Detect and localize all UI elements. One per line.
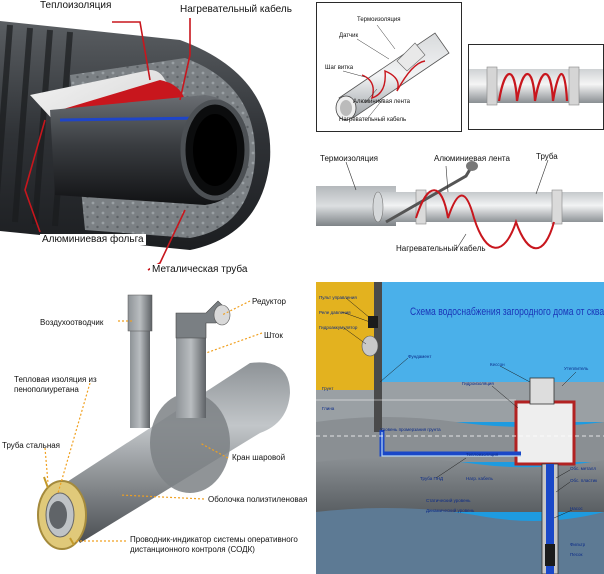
label-accumulator: Гидроаккумулятор: [319, 325, 358, 330]
label-casing-plastic: Обс. пластик: [570, 478, 598, 483]
label-freeze-level: Уровень промерзания грунта: [380, 427, 441, 432]
label-steel-pipe: Труба стальная: [2, 441, 61, 450]
label-pe-shell: Оболочка полиэтиленовая: [208, 495, 308, 504]
label-sand: Песок: [570, 552, 583, 557]
label-heating-cable-top: Нагревательный кабель: [339, 117, 407, 123]
label-pressure-relay: Реле давления: [319, 310, 351, 315]
panel-cable-on-pipe: Термоизоляция Датчик Шаг витка Алюминиев…: [316, 2, 462, 132]
panel-cable-wave: Термоизоляция Алюминиевая лента Труба На…: [316, 138, 603, 274]
label-caisson: Кессон: [490, 362, 505, 367]
label-waterproofing: Гидроизоляция: [462, 381, 494, 386]
ball-valve-pipe-illustration: [37, 294, 290, 550]
panel-ball-valve-pipe: Редуктор Воздухоотводчик Шток Тепловая и…: [0, 283, 315, 574]
insulated-pipe-illustration: [0, 0, 315, 283]
label-sensor: Датчик: [339, 33, 359, 39]
label-insulation: Теплоизоляция: [38, 0, 114, 11]
label-static-level: Статический уровень: [426, 498, 471, 503]
scheme-title: Схема водоснабжения загородного дома от …: [410, 306, 604, 318]
label-soil: Грунт: [322, 386, 334, 391]
label-thermal-insulation-mid: Термоизоляция: [320, 154, 378, 163]
label-aluminum-foil: Алюминиевая фольга: [40, 234, 146, 245]
label-heating-cable-mid: Нагревательный кабель: [396, 244, 486, 253]
label-pipe-mid: Труба: [536, 152, 558, 161]
label-air-vent: Воздухоотводчик: [40, 318, 104, 327]
label-winding-pitch: Шаг витка: [325, 65, 354, 71]
label-pu-insulation: Тепловая изоляция из пенополиуретана: [14, 375, 97, 394]
label-indicator-wire: Проводник-индикатор системы оперативного…: [130, 535, 298, 554]
pipe-with-cable-illustration: [335, 24, 450, 121]
water-supply-scheme: [316, 282, 604, 574]
label-clay: Глина: [322, 406, 335, 411]
label-foundation: Фундамент: [408, 354, 432, 359]
label-insulation-bottom: Утеплитель: [564, 366, 589, 371]
spiral-cable-illustration: [469, 66, 603, 106]
label-filter: Фильтр: [570, 542, 586, 547]
panel-spiral-cable: [468, 44, 604, 130]
label-heating-cable-bottom: Нагр. кабель: [466, 476, 493, 481]
panel-insulated-pipe-cross-section: Теплоизоляция Нагревательный кабель Алюм…: [0, 0, 315, 283]
label-heating-cable: Нагревательный кабель: [178, 4, 294, 15]
label-metal-pipe: Металическая труба: [150, 264, 250, 275]
label-dynamic-level: Динамический уровень: [426, 508, 475, 513]
label-reducer: Редуктор: [252, 297, 286, 306]
label-pnd-pipe: Труба ПНД: [420, 476, 444, 481]
label-pump: Насос: [570, 506, 583, 511]
label-aluminum-tape-top: Алюминиевая лента: [353, 99, 410, 105]
label-rod: Шток: [264, 331, 283, 340]
cable-wave-illustration: [316, 159, 603, 251]
label-ball-valve: Кран шаровой: [232, 453, 286, 462]
label-casing-metal: Обс. металл: [570, 466, 596, 471]
label-thermal-insulation-top: Термоизоляция: [357, 17, 401, 23]
label-control-panel: Пульт управления: [319, 295, 357, 300]
panel-well-water-supply-scheme: Схема водоснабжения загородного дома от …: [316, 282, 604, 574]
label-aluminum-tape-mid: Алюминиевая лента: [434, 154, 510, 163]
blue-stripe: [59, 116, 206, 122]
label-thermal-insulation-bottom: Теплоизоляция: [466, 452, 499, 457]
